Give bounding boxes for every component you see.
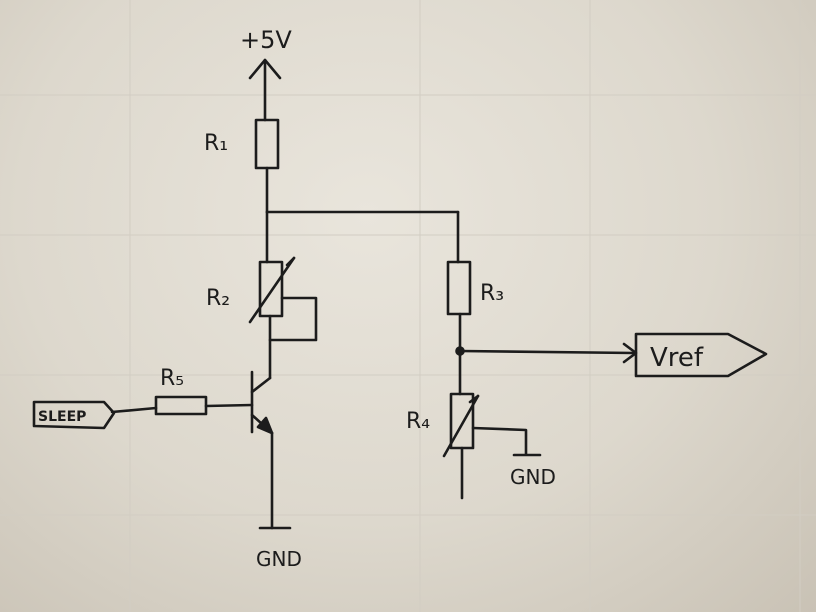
wire-sleep-r5	[110, 406, 158, 414]
r5-label: R₅	[160, 366, 184, 391]
r2-variable-arrow	[248, 256, 296, 324]
r3-label: R₃	[480, 281, 504, 306]
r4-label: R₄	[406, 409, 430, 434]
r4-gnd-label: GND	[510, 465, 556, 489]
resistor-r5	[154, 395, 208, 416]
r1-label: R₁	[204, 131, 228, 156]
vref-label: Vref	[650, 343, 704, 373]
wire-r5-base	[204, 403, 254, 408]
transistor-gnd-label: GND	[256, 547, 302, 571]
r4-variable-arrow	[442, 394, 480, 458]
sleep-label: SLEEP	[38, 409, 86, 425]
resistor-r3	[446, 260, 472, 316]
npn-transistor	[250, 370, 292, 530]
wire-r2-wiper	[268, 296, 318, 342]
sleep-port	[32, 400, 116, 430]
wire-vref	[458, 349, 636, 355]
supply-label: +5V	[240, 26, 292, 54]
resistor-r2	[258, 260, 284, 318]
wire-r4-wiper	[471, 426, 528, 456]
supply-arrow	[248, 58, 282, 122]
resistor-r1	[254, 118, 280, 170]
r2-label: R₂	[206, 286, 230, 311]
vref-port	[634, 332, 768, 378]
